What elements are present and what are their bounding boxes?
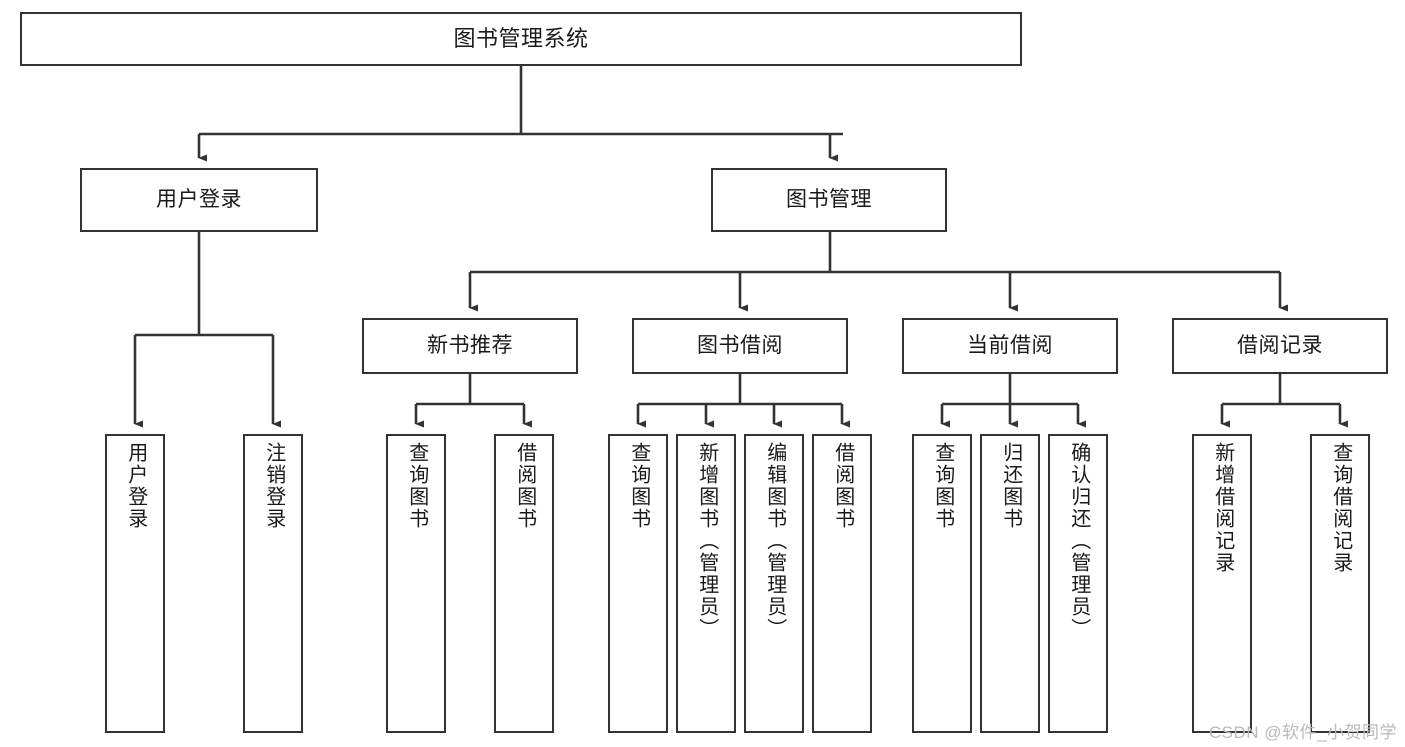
node-leaf-logout-label: 注销登录: [262, 442, 285, 530]
node-user-login[interactable]: 用户登录: [80, 168, 318, 232]
node-leaf-query-record-label: 查询借阅记录: [1329, 442, 1352, 574]
node-leaf-query-book-2-label: 查询图书: [627, 442, 650, 530]
node-leaf-edit-book-label: 编辑图书（管理员）: [763, 442, 786, 640]
node-leaf-borrow-book-2[interactable]: 借阅图书: [812, 434, 872, 733]
node-leaf-query-record[interactable]: 查询借阅记录: [1310, 434, 1370, 733]
node-current-borrow[interactable]: 当前借阅: [902, 318, 1118, 374]
node-book-manage-label: 图书管理: [786, 187, 872, 211]
node-current-borrow-label: 当前借阅: [967, 333, 1053, 357]
node-leaf-borrow-book-2-label: 借阅图书: [831, 442, 854, 530]
node-leaf-borrow-book-1-label: 借阅图书: [513, 442, 536, 530]
node-leaf-add-record-label: 新增借阅记录: [1211, 442, 1234, 574]
node-user-login-label: 用户登录: [156, 187, 242, 211]
node-root-label: 图书管理系统: [453, 26, 589, 52]
node-book-manage[interactable]: 图书管理: [711, 168, 947, 232]
node-leaf-query-book-3-label: 查询图书: [931, 442, 954, 530]
node-leaf-query-book-1-label: 查询图书: [405, 442, 428, 530]
node-leaf-query-book-1[interactable]: 查询图书: [386, 434, 446, 733]
node-leaf-return-book-label: 归还图书: [999, 442, 1022, 530]
node-new-book-rec[interactable]: 新书推荐: [362, 318, 578, 374]
node-borrow-record[interactable]: 借阅记录: [1172, 318, 1388, 374]
node-leaf-query-book-3[interactable]: 查询图书: [912, 434, 972, 733]
node-leaf-borrow-book-1[interactable]: 借阅图书: [494, 434, 554, 733]
node-new-book-rec-label: 新书推荐: [427, 333, 513, 357]
node-book-borrow-label: 图书借阅: [697, 333, 783, 357]
node-leaf-edit-book[interactable]: 编辑图书（管理员）: [744, 434, 804, 733]
node-borrow-record-label: 借阅记录: [1237, 333, 1323, 357]
node-leaf-add-book-label: 新增图书（管理员）: [695, 442, 718, 640]
node-root[interactable]: 图书管理系统: [20, 12, 1022, 66]
node-leaf-confirm-return[interactable]: 确认归还（管理员）: [1048, 434, 1108, 733]
node-leaf-return-book[interactable]: 归还图书: [980, 434, 1040, 733]
node-leaf-user-login-label: 用户登录: [124, 442, 147, 530]
node-leaf-user-login[interactable]: 用户登录: [105, 434, 165, 733]
node-leaf-logout[interactable]: 注销登录: [243, 434, 303, 733]
node-leaf-confirm-return-label: 确认归还（管理员）: [1067, 442, 1090, 640]
node-leaf-query-book-2[interactable]: 查询图书: [608, 434, 668, 733]
node-leaf-add-record[interactable]: 新增借阅记录: [1192, 434, 1252, 733]
node-book-borrow[interactable]: 图书借阅: [632, 318, 848, 374]
node-leaf-add-book[interactable]: 新增图书（管理员）: [676, 434, 736, 733]
